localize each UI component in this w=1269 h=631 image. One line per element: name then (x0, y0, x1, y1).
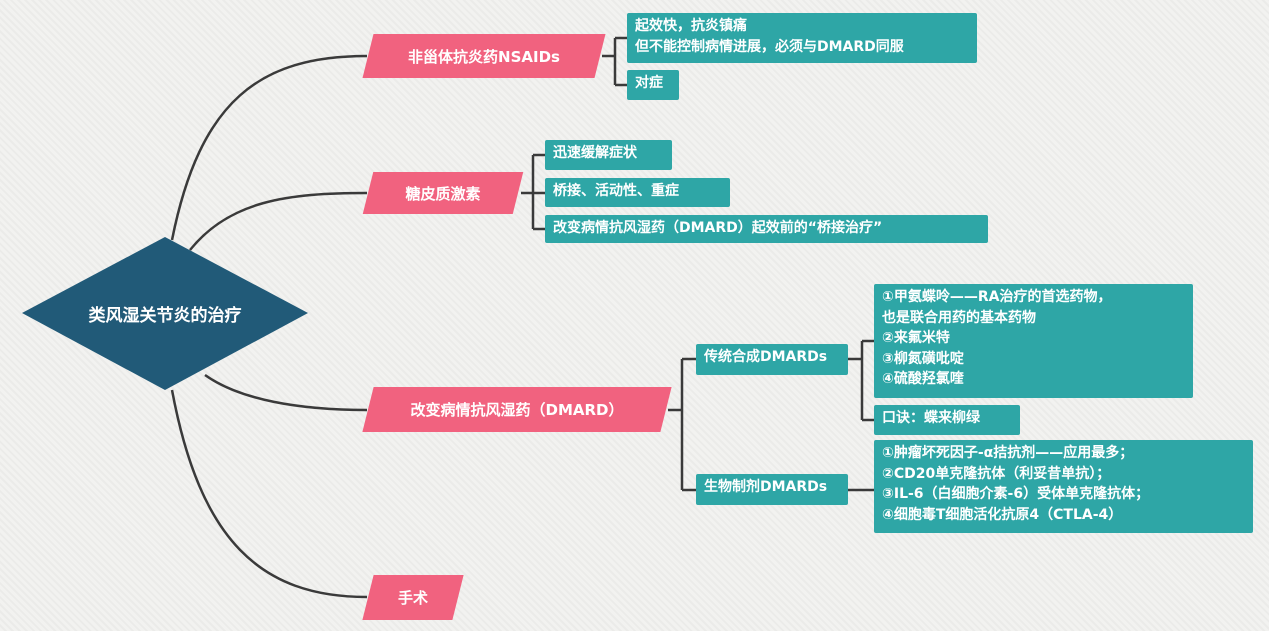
connector-root-dmard (204, 373, 368, 412)
root-label: 类风湿关节炎的治疗 (88, 306, 242, 326)
leaf-nsaids-symptomatic[interactable]: 对症 (627, 70, 679, 100)
connector-root-steroid (189, 191, 368, 251)
bracket-steroid (521, 153, 545, 231)
leaf-line: ①肿瘤坏死因子-α拮抗剂——应用最多； (882, 445, 1134, 461)
root-node[interactable]: 类风湿关节炎的治疗 (22, 237, 308, 390)
leaf-line: ①甲氨蝶呤——RA治疗的首选药物， (882, 289, 1112, 305)
branch-label: 手术 (397, 589, 428, 607)
leaf-line: ③IL-6（白细胞介素-6）受体单克隆抗体； (882, 486, 1150, 502)
branch-dmard[interactable]: 改变病情抗风湿药（DMARD） (368, 387, 666, 432)
leaf-conventional-drugs[interactable]: ①甲氨蝶呤——RA治疗的首选药物， 也是联合用药的基本药物 ②来氟米特 ③柳氮磺… (874, 284, 1193, 398)
leaf-line: ②来氟米特 (882, 330, 950, 346)
leaf-line: 也是联合用药的基本药物 (882, 309, 1036, 326)
leaf-line: 起效快，抗炎镇痛 (635, 18, 747, 34)
connector-root-surgery (170, 389, 368, 599)
leaf-steroid-3[interactable]: 改变病情抗风湿药（DMARD）起效前的“桥接治疗” (545, 215, 988, 243)
bracket-nsaids (602, 36, 627, 87)
leaf-biologic-drugs[interactable]: ①肿瘤坏死因子-α拮抗剂——应用最多； ②CD20单克隆抗体（利妥昔单抗）； ③… (874, 440, 1253, 533)
branch-surgery[interactable]: 手术 (368, 575, 458, 620)
connector-root-nsaids (170, 54, 368, 241)
leaf-line: ④细胞毒T细胞活化抗原4（CTLA-4） (882, 506, 1123, 523)
branch-steroid[interactable]: 糖皮质激素 (368, 172, 518, 214)
branch-label: 改变病情抗风湿药（DMARD） (410, 401, 624, 419)
leaf-line: ②CD20单克隆抗体（利妥昔单抗）； (882, 465, 1111, 482)
leaf-line: 但不能控制病情进展，必须与DMARD同服 (635, 39, 904, 55)
leaf-steroid-2[interactable]: 桥接、活动性、重症 (545, 178, 730, 207)
leaf-steroid-1[interactable]: 迅速缓解症状 (545, 140, 672, 170)
branch-label: 糖皮质激素 (405, 184, 481, 203)
bracket-conventional (848, 339, 874, 422)
leaf-line: ③柳氮磺吡啶 (882, 350, 964, 367)
node-biologic-dmards[interactable]: 生物制剂DMARDs (696, 474, 848, 505)
leaf-line: 对症 (635, 75, 663, 91)
bracket-dmard (668, 357, 696, 492)
leaf-line: ④硫酸羟氯喹 (882, 371, 964, 387)
branch-label: 非甾体抗炎药NSAIDs (408, 47, 560, 66)
branch-nsaids[interactable]: 非甾体抗炎药NSAIDs (368, 34, 600, 78)
leaf-nsaids-effect[interactable]: 起效快，抗炎镇痛 但不能控制病情进展，必须与DMARD同服 (627, 13, 977, 63)
diamond-shape (22, 237, 308, 390)
node-conventional-dmards[interactable]: 传统合成DMARDs (696, 344, 848, 375)
leaf-mnemonic[interactable]: 口诀：蝶来柳绿 (874, 405, 1020, 435)
